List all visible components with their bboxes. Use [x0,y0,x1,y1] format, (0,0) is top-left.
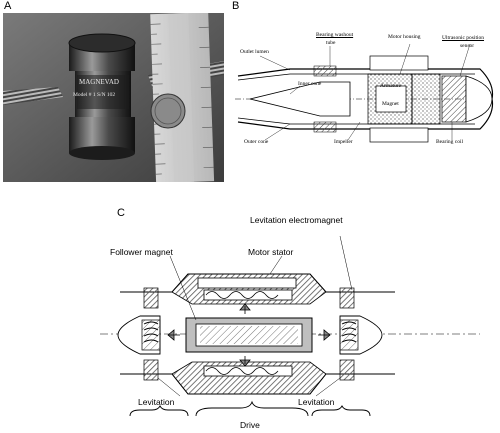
label-drive: Drive [240,420,260,430]
device-label-bottom: Model # 1 S/N 102 [73,92,116,98]
label-bearing-washout: Bearing washout [316,32,354,38]
label-outer-cone: Outer cone [244,139,269,145]
label-bearing-coil: Bearing coil [436,139,464,145]
label-bearing-washout-tube: tube [326,40,336,46]
label-motor-housing: Motor housing [388,34,421,40]
panel-letter-c: C [117,207,125,219]
label-magnet: Magnet [382,101,399,107]
label-levitation-electromagnet: Levitation electromagnet [250,215,343,225]
pump-cross-section-drawing [235,43,494,143]
panel-letter-b: B [232,0,240,12]
device-label-top: MAGNEVAD [79,78,119,86]
label-impeller: Impeller [334,139,353,145]
pump-cross-section-diagram: Outlet lumen Bearing washout tube Motor … [230,14,496,152]
label-motor-stator: Motor stator [248,247,294,257]
label-follower-magnet: Follower magnet [110,247,173,257]
device-photo-drawing [3,13,224,182]
panel-letter-a: A [4,0,12,12]
device-photo: MAGNEVAD Model # 1 S/N 102 [3,13,224,182]
levitation-drawing [100,235,480,417]
label-levitation-left: Levitation [138,397,175,407]
label-armature: Armature [380,83,402,89]
label-ultrasonic-position: Ultrasonic position [442,35,485,41]
label-outlet-lumen: Outlet lumen [240,49,269,55]
label-ultrasonic-sensor: sensor [460,43,475,49]
levitation-diagram: Levitation electromagnet Follower magnet… [100,216,480,433]
label-levitation-right: Levitation [298,397,335,407]
label-inner-cone: Inner cone [298,81,322,87]
